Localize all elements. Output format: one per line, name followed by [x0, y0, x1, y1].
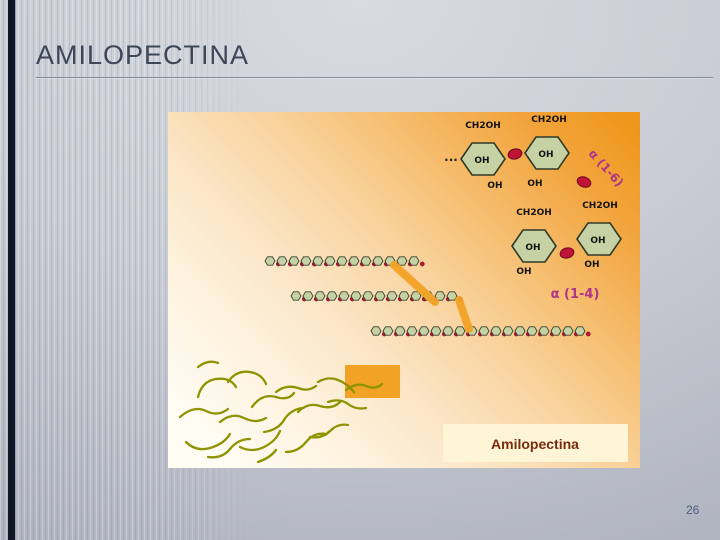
- ch2oh-label: CH2OH: [531, 115, 567, 125]
- glucose-unit: [408, 256, 425, 267]
- oxygen-bridge: [559, 247, 575, 259]
- left-accent-bar: [8, 0, 16, 540]
- oh-label: OH: [590, 236, 605, 246]
- ch2oh-label: CH2OH: [465, 121, 501, 131]
- ch2oh-label: CH2OH: [516, 208, 552, 218]
- oh-label: OH: [538, 150, 553, 160]
- glucose-ring: [460, 142, 506, 176]
- chain-continues-ellipsis: ...: [444, 150, 458, 164]
- caption-box: [443, 424, 628, 462]
- highlight-rectangle: [345, 365, 400, 398]
- glucose-ring: [576, 222, 622, 256]
- alpha-1-4-label: α (1-4): [551, 287, 600, 302]
- glucose-ring: [511, 229, 557, 263]
- slide-title: AMILOPECTINA: [36, 40, 250, 70]
- diagram-caption: Amilopectina: [491, 436, 579, 452]
- ch2oh-label: CH2OH: [582, 201, 618, 211]
- glucose-ring: [524, 136, 570, 170]
- branch-connector-1: [390, 261, 439, 306]
- branch-connector-2: [455, 296, 473, 333]
- oh-label: OH: [584, 260, 599, 270]
- oh-label: OH: [487, 181, 502, 191]
- amylopectin-diagram: ... CH2OH CH2OH OH OH OH OH α (1-6) CH2O…: [178, 115, 628, 464]
- oh-label: OH: [516, 267, 531, 277]
- page-number: 26: [686, 503, 700, 517]
- branched-cluster: [178, 360, 384, 464]
- oh-label: OH: [525, 243, 540, 253]
- oxygen-bridge: [507, 148, 523, 160]
- alpha-1-6-label: α (1-6): [586, 147, 627, 190]
- title-underline: [36, 77, 713, 78]
- oxygen-bridge: [576, 176, 592, 188]
- oh-label: OH: [474, 156, 489, 166]
- oh-label: OH: [527, 179, 542, 189]
- glucose-unit: [574, 326, 591, 337]
- diagram-panel: ... CH2OH CH2OH OH OH OH OH α (1-6) CH2O…: [168, 112, 640, 468]
